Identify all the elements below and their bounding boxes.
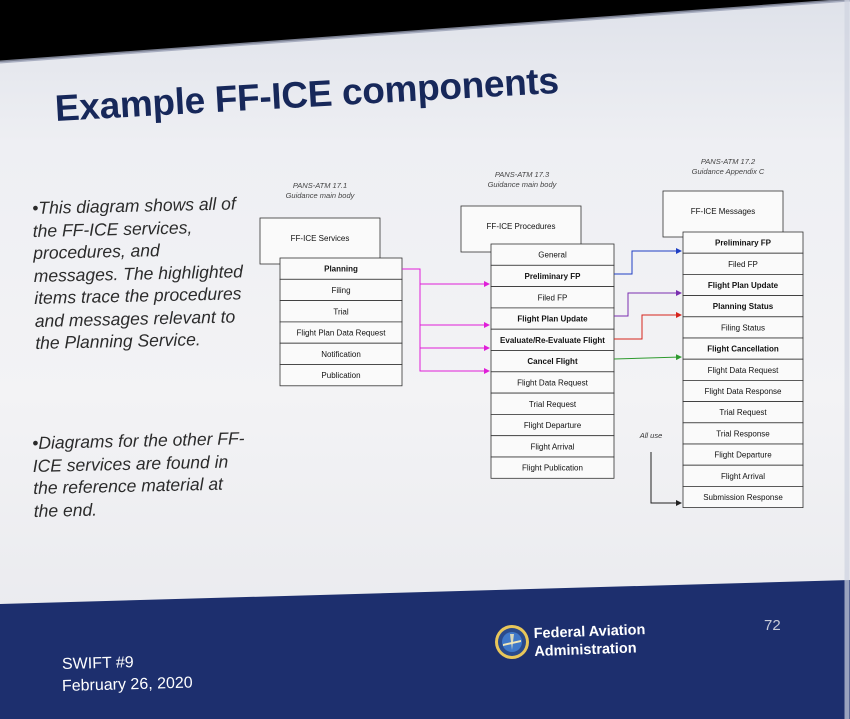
planning-to-cancel-arrow [419,348,490,374]
procedure-item: Flight Departure [524,421,582,430]
message-item: Trial Response [716,429,770,438]
message-item: Flight Data Request [708,366,779,375]
flight-plan-update-message-arrow [614,290,682,317]
services-header-box [259,217,381,265]
procedure-item: General [538,251,567,260]
service-item: Notification [321,350,361,359]
message-item: Flight Departure [714,451,772,460]
procedure-item: Cancel Flight [527,357,578,366]
procedure-item: Flight Plan Update [517,315,588,324]
service-item: Trial [333,307,348,316]
procedure-item: Trial Request [529,400,577,409]
planning-connectors [402,268,490,374]
services-caption-1: PANS-ATM 17.1 [293,181,347,190]
message-item: Submission Response [703,493,783,502]
message-item: Planning Status [713,302,774,311]
procedure-item: Flight Publication [522,464,583,473]
procedure-item: Evaluate/Re-Evaluate Flight [500,336,605,345]
flight-cancellation-message-arrow [613,354,682,361]
message-item: Flight Arrival [721,472,765,481]
messages-caption-1: PANS-ATM 17.2 [701,157,756,166]
procedures-header: FF-ICE Procedures [487,222,556,231]
message-item-box [682,485,804,508]
agency-name: Federal Aviation Administration [533,621,646,661]
message-item: Filed FP [728,260,758,269]
message-item: Filing Status [721,323,765,332]
event-date: February 26, 2020 [61,674,193,695]
message-item: Trial Request [719,408,767,417]
message-item: Preliminary FP [715,239,772,248]
service-item-box [279,364,403,387]
planning-to-evaluate-arrow [419,325,490,351]
procedures-caption-2: Guidance main body [488,180,558,189]
submission-response-arrow [650,452,682,506]
message-item: Flight Plan Update [708,281,779,290]
message-item: Flight Cancellation [707,345,779,354]
procedure-item-box [490,456,615,479]
service-item: Planning [324,265,358,274]
services-caption-2: Guidance main body [286,191,356,200]
planning-status-message-arrow [614,312,682,340]
procedure-item: Filed FP [538,293,568,302]
page-number: 72 [764,617,781,634]
procedure-item: Flight Data Request [517,378,588,387]
messages-header-box [662,190,784,238]
procedure-item: Flight Arrival [530,442,574,451]
service-item: Publication [321,371,360,380]
event-name: SWIFT #9 [61,654,134,673]
planning-to-flight-plan-update-arrow [419,284,490,328]
message-item: Flight Data Response [705,387,782,396]
procedure-item: Preliminary FP [524,272,581,281]
services-header: FF-ICE Services [291,234,350,243]
all-use-note: All use [639,431,663,440]
messages-caption-2: Guidance Appendix C [692,167,765,176]
faa-seal-icon [495,625,529,659]
messages-list: Preliminary FP Filed FP Flight Plan Update… [682,231,804,508]
messages-header: FF-ICE Messages [691,207,755,216]
service-item: Filing [331,286,350,295]
procedures-caption-1: PANS-ATM 17.3 [495,170,550,179]
service-item: Flight Plan Data Request [297,329,387,338]
procedure-message-connectors [613,248,682,506]
planning-to-preliminary-fp-arrow [402,268,490,287]
preliminary-fp-message-arrow [614,248,682,275]
